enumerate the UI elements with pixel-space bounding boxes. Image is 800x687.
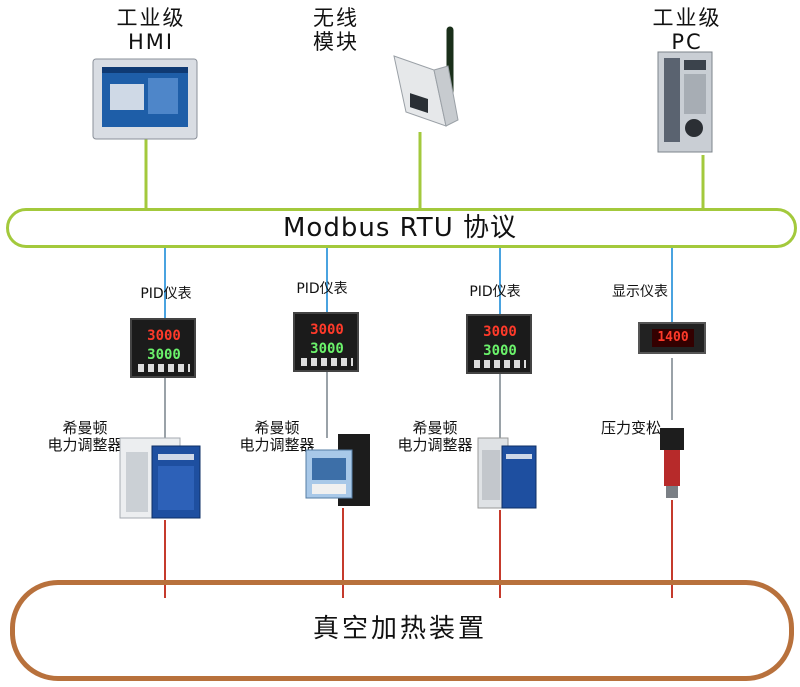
vacuum-heating-vessel bbox=[10, 580, 794, 681]
power-regulator-1-image bbox=[119, 437, 201, 519]
pid2-pv-display: 3000 bbox=[310, 322, 344, 338]
pid2-keypad bbox=[301, 358, 353, 366]
pid1-label: PID仪表 bbox=[140, 286, 192, 302]
industrial-pc-image bbox=[657, 51, 713, 153]
pid3-sv-display: 3000 bbox=[483, 343, 517, 359]
pid3-label: PID仪表 bbox=[469, 284, 521, 300]
display-meter-label: 显示仪表 bbox=[612, 284, 668, 300]
power-regulator-3-image bbox=[477, 437, 537, 509]
pid3-keypad bbox=[474, 360, 526, 368]
sensor-label: 压力变松 bbox=[600, 419, 661, 437]
pid1-sv-display: 3000 bbox=[147, 347, 181, 363]
wireless-module-image bbox=[393, 26, 459, 127]
pc-label: 工业级 PC bbox=[652, 6, 722, 55]
power-regulator-2-image bbox=[305, 434, 370, 506]
pid1-keypad bbox=[138, 364, 190, 372]
pid2-label: PID仪表 bbox=[296, 281, 348, 297]
pid-controller-2: 3000 3000 bbox=[293, 312, 359, 372]
pressure-transmitter-image bbox=[660, 428, 684, 498]
hmi-panel-image bbox=[92, 58, 198, 140]
scr2-label: 希曼顿 电力调整器 bbox=[239, 419, 315, 455]
pid2-sv-display: 3000 bbox=[310, 341, 344, 357]
pid-controller-3: 3000 3000 bbox=[466, 314, 532, 374]
wireless-label: 无线 模块 bbox=[313, 6, 359, 55]
bus-label: Modbus RTU 协议 bbox=[283, 213, 517, 243]
modbus-bus bbox=[6, 208, 797, 248]
hmi-label: 工业级 HMI bbox=[116, 6, 186, 55]
pid1-pv-display: 3000 bbox=[147, 328, 181, 344]
display-meter-readout: 1400 bbox=[652, 329, 694, 347]
scr3-label: 希曼顿 电力调整器 bbox=[397, 419, 473, 455]
vessel-label: 真空加热装置 bbox=[312, 614, 487, 644]
pid-controller-1: 3000 3000 bbox=[130, 318, 196, 378]
display-meter: 1400 bbox=[638, 322, 706, 354]
scr1-label: 希曼顿 电力调整器 bbox=[47, 419, 123, 455]
pid3-pv-display: 3000 bbox=[483, 324, 517, 340]
